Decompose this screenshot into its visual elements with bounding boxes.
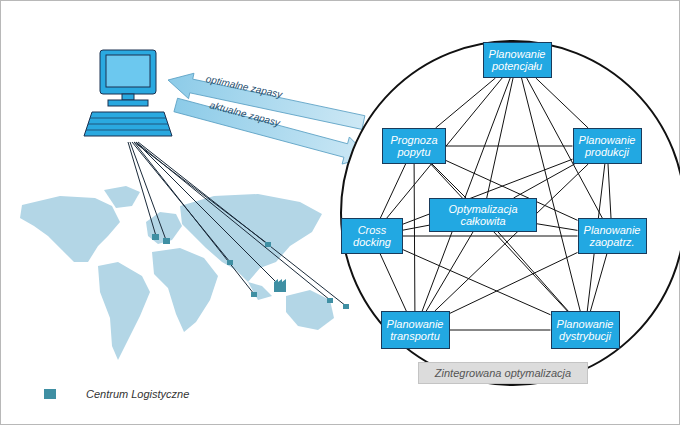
connector-line — [514, 164, 575, 198]
connector — [608, 164, 611, 218]
connector — [431, 164, 568, 311]
connector-line — [414, 164, 416, 311]
connector — [450, 252, 578, 313]
connector-line — [403, 236, 578, 237]
box-label: Optymalizacja całkowita — [430, 203, 536, 227]
connector — [436, 78, 496, 128]
box-label: Planowanie zaopatrz. — [579, 224, 646, 248]
connector-line — [422, 78, 510, 311]
process-box: Planowanie produkcji — [573, 128, 642, 164]
connector-line — [498, 232, 568, 311]
connector — [380, 254, 406, 311]
connector — [537, 224, 578, 231]
box-content: Planowanie zaopatrz. — [579, 224, 646, 248]
box-label: Planowanie produkcji — [574, 134, 641, 158]
connector — [432, 164, 466, 198]
connector-line — [435, 164, 588, 311]
connector-line — [446, 146, 573, 147]
connector-line — [432, 164, 466, 198]
connector — [380, 164, 405, 218]
legend-swatch — [44, 389, 56, 399]
connector-line — [431, 164, 568, 311]
box-content: Zintegrowana optymalizacja — [432, 367, 574, 379]
process-box: Planowanie dystrybucji — [551, 311, 620, 349]
connector — [536, 78, 588, 128]
connector-line — [426, 232, 473, 311]
connector — [498, 232, 568, 311]
connector — [446, 146, 573, 147]
integration-circle — [341, 41, 680, 385]
connector — [422, 78, 510, 311]
connector — [426, 232, 473, 311]
legend-text: Centrum Logistyczne — [86, 388, 189, 400]
box-label: Planowanie transportu — [382, 318, 449, 342]
caption-box: Zintegrowana optymalizacja — [418, 362, 588, 384]
link-lines — [128, 142, 346, 306]
world-map — [20, 186, 334, 360]
process-box: Prognoza popytu — [382, 128, 446, 164]
connector-line — [436, 78, 496, 128]
connector — [522, 78, 581, 311]
connector-line — [403, 225, 429, 230]
box-label: Prognoza popytu — [383, 134, 445, 158]
logistics-centre-marks — [152, 234, 349, 309]
process-box: Planowanie potencjału — [483, 42, 552, 78]
process-box: Planowanie transportu — [381, 311, 450, 349]
box-content: Planowanie transportu — [382, 318, 449, 342]
process-box: Planowanie zaopatrz. — [578, 218, 647, 254]
box-content: Planowanie dystrybucji — [552, 318, 619, 342]
connector — [403, 225, 429, 230]
process-box: Cross docking — [341, 218, 403, 254]
connector — [414, 164, 416, 311]
connector-line — [537, 224, 578, 231]
box-label: Zintegrowana optymalizacja — [432, 367, 574, 379]
connector-line — [608, 164, 611, 218]
box-label: Planowanie potencjału — [484, 48, 551, 72]
connector — [590, 254, 606, 311]
connector — [514, 164, 575, 198]
connector-line — [403, 250, 551, 315]
box-content: Optymalizacja całkowita — [430, 203, 536, 227]
box-content: Planowanie produkcji — [574, 134, 641, 158]
connector — [403, 236, 578, 237]
connector — [435, 164, 588, 311]
stock-arrows — [165, 68, 372, 170]
connector-line — [380, 164, 405, 218]
box-content: Planowanie potencjału — [484, 48, 551, 72]
connector-line — [450, 252, 578, 313]
connector-line — [522, 78, 581, 311]
connector-line — [590, 254, 606, 311]
connector-line — [536, 78, 588, 128]
computer-icon — [84, 50, 172, 136]
connector — [450, 330, 551, 331]
connector — [487, 78, 513, 198]
box-content: Cross docking — [342, 224, 402, 248]
legend-row: Centrum Logistyczne — [44, 388, 189, 400]
process-box: Optymalizacja całkowita — [429, 198, 537, 232]
connector — [403, 250, 551, 315]
box-label: Cross docking — [342, 224, 402, 248]
box-content: Prognoza popytu — [383, 134, 445, 158]
connector-line — [450, 330, 551, 331]
connector-line — [380, 254, 406, 311]
connector-line — [487, 78, 513, 198]
box-label: Planowanie dystrybucji — [552, 318, 619, 342]
